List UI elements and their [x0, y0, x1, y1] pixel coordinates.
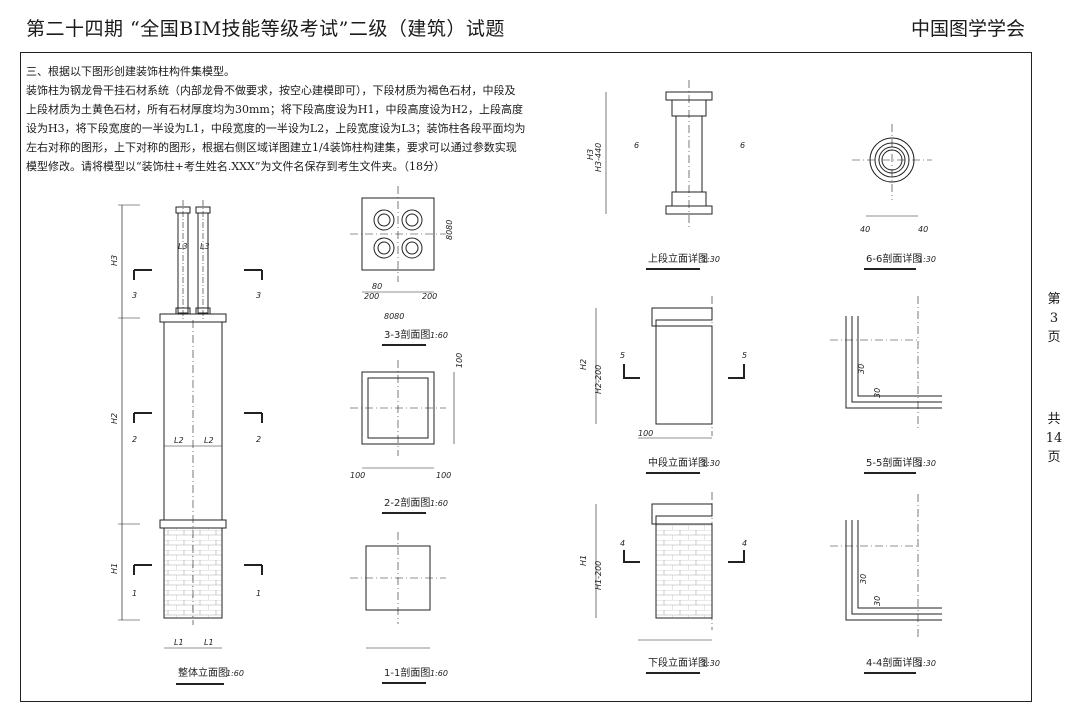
svg-text:L3: L3 — [200, 242, 210, 251]
svg-text:100: 100 — [638, 429, 653, 438]
svg-text:L2: L2 — [204, 436, 214, 445]
upper-columns — [175, 200, 211, 320]
svg-text:1:60: 1:60 — [430, 499, 448, 508]
page-total: 共 14 页 — [1045, 412, 1063, 465]
svg-text:H3-440: H3-440 — [594, 143, 603, 172]
section-2-2: 100 100 100 2-2剖面图 1:60 — [350, 353, 464, 514]
svg-text:100: 100 — [455, 353, 464, 368]
svg-text:L2: L2 — [174, 436, 184, 445]
svg-text:L1: L1 — [174, 638, 184, 647]
svg-text:8080: 8080 — [445, 220, 454, 240]
svg-text:1:30: 1:30 — [918, 459, 936, 468]
page-title: 第二十四期 “全国BIM技能等级考试”二级（建筑）试题 — [26, 18, 505, 40]
svg-text:200: 200 — [364, 292, 379, 301]
svg-text:1: 1 — [132, 589, 137, 598]
svg-text:30: 30 — [873, 596, 882, 606]
svg-text:30: 30 — [857, 364, 866, 374]
overall-caption: 整体立面图 — [178, 666, 228, 679]
svg-text:1-1剖面图: 1-1剖面图 — [384, 666, 430, 679]
svg-text:下段立面详图: 下段立面详图 — [648, 656, 708, 669]
section-3-3: 80 200 200 8080 8080 3-3剖面图 1:60 — [350, 186, 454, 346]
svg-text:80: 80 — [372, 282, 382, 291]
question-text: 三、根据以下图形创建装饰柱构件集模型。 装饰柱为钢龙骨干挂石材系统（内部龙骨不做… — [26, 62, 526, 176]
svg-text:6: 6 — [634, 141, 639, 150]
svg-text:3: 3 — [256, 291, 261, 300]
svg-text:1:30: 1:30 — [702, 459, 720, 468]
svg-text:6-6剖面详图: 6-6剖面详图 — [866, 252, 922, 265]
svg-text:4: 4 — [620, 539, 625, 548]
svg-text:H1-200: H1-200 — [594, 561, 603, 590]
section-5-5-detail: 30 30 5-5剖面详图 1:30 — [830, 296, 942, 474]
svg-text:1:30: 1:30 — [918, 255, 936, 264]
section-4-4-detail: 30 30 4-4剖面详图 1:30 — [830, 494, 942, 674]
svg-text:L1: L1 — [204, 638, 214, 647]
column-pedestal — [163, 527, 223, 619]
upper-elevation-detail: H3-440 H3 6 6 上段立面详图 1:30 — [586, 80, 745, 270]
svg-text:8080: 8080 — [384, 312, 404, 321]
svg-text:4-4剖面详图: 4-4剖面详图 — [866, 656, 922, 669]
svg-text:30: 30 — [859, 574, 868, 584]
svg-text:100: 100 — [436, 471, 451, 480]
svg-text:3: 3 — [132, 291, 137, 300]
page-number: 第 3 页 — [1047, 292, 1061, 345]
svg-text:1: 1 — [256, 589, 261, 598]
svg-text:1:30: 1:30 — [918, 659, 936, 668]
svg-text:3-3剖面图: 3-3剖面图 — [384, 328, 430, 341]
svg-text:40: 40 — [918, 225, 928, 234]
svg-text:中段立面详图: 中段立面详图 — [648, 456, 708, 469]
dim-h3: H3 — [110, 255, 119, 266]
svg-text:5-5剖面详图: 5-5剖面详图 — [866, 456, 922, 469]
svg-text:H3: H3 — [586, 149, 595, 160]
svg-text:1:30: 1:30 — [702, 659, 720, 668]
svg-text:40: 40 — [860, 225, 870, 234]
svg-text:200: 200 — [422, 292, 437, 301]
svg-text:4: 4 — [742, 539, 747, 548]
svg-text:100: 100 — [350, 471, 365, 480]
svg-text:2: 2 — [132, 435, 137, 444]
organization-name: 中国图学学会 — [910, 18, 1025, 40]
drawing-frame — [20, 52, 1032, 702]
svg-text:1:60: 1:60 — [430, 669, 448, 678]
svg-text:L3: L3 — [178, 242, 188, 251]
dim-h1: H1 — [110, 563, 119, 574]
svg-text:2: 2 — [256, 435, 261, 444]
section-6-6-detail: 40 40 6-6剖面详图 1:30 — [852, 124, 936, 270]
svg-text:H2: H2 — [579, 359, 588, 370]
middle-elevation-detail: H2 H2-200 5 5 100 中段立面详图 1:30 — [579, 296, 747, 474]
svg-text:5: 5 — [620, 351, 625, 360]
overall-elevation: H3 H2 H1 3 3 2 2 1 1 L3 L3 L2 L2 L1 L1 整… — [110, 200, 263, 685]
svg-text:1:60: 1:60 — [226, 669, 244, 678]
svg-text:30: 30 — [873, 388, 882, 398]
svg-text:H2-200: H2-200 — [594, 365, 603, 394]
section-1-1: 1-1剖面图 1:60 — [350, 532, 448, 684]
svg-text:6: 6 — [740, 141, 745, 150]
lower-elevation-detail: H1 H1-200 4 4 下段立面详图 1:30 — [579, 492, 747, 674]
svg-text:5: 5 — [742, 351, 747, 360]
svg-text:H1: H1 — [579, 555, 588, 566]
question-body: 装饰柱为钢龙骨干挂石材系统（内部龙骨不做要求，按空心建模即可），下段材质为褐色石… — [26, 84, 526, 173]
svg-text:1:60: 1:60 — [430, 331, 448, 340]
svg-text:2-2剖面图: 2-2剖面图 — [384, 496, 430, 509]
svg-text:上段立面详图: 上段立面详图 — [648, 252, 708, 265]
question-heading: 三、根据以下图形创建装饰柱构件集模型。 — [26, 65, 235, 78]
dim-h2: H2 — [110, 413, 119, 424]
svg-text:1:30: 1:30 — [702, 255, 720, 264]
